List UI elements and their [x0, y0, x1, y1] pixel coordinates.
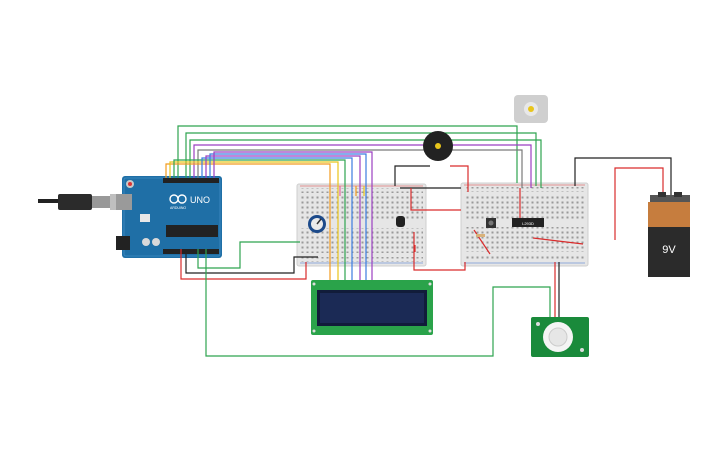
battery-label: 9V: [662, 244, 676, 256]
dc-motor[interactable]: [514, 95, 548, 123]
arduino-uno-label: UNO: [190, 195, 210, 205]
usb-port: [116, 194, 132, 210]
potentiometer[interactable]: [308, 215, 326, 233]
pir-sensor[interactable]: [531, 317, 589, 357]
power-jack: [116, 236, 130, 250]
wires: [165, 125, 672, 357]
atmega-chip: [166, 225, 218, 237]
arduino-logo-icon: [169, 194, 187, 204]
resistor: [476, 234, 485, 237]
usb-cable: [38, 194, 128, 210]
pushbutton[interactable]: [486, 218, 496, 228]
piezo-buzzer[interactable]: [423, 131, 453, 161]
driver-chip-label: L293D: [522, 221, 534, 226]
motor-driver-chip: L293D: [512, 218, 544, 227]
battery-9v[interactable]: 9V: [648, 192, 690, 277]
arduino-board[interactable]: UNO ARDUINO: [116, 176, 222, 258]
arduino-maker-label: ARDUINO: [170, 206, 186, 210]
temperature-sensor: [396, 216, 405, 227]
lcd-display: [311, 280, 433, 335]
